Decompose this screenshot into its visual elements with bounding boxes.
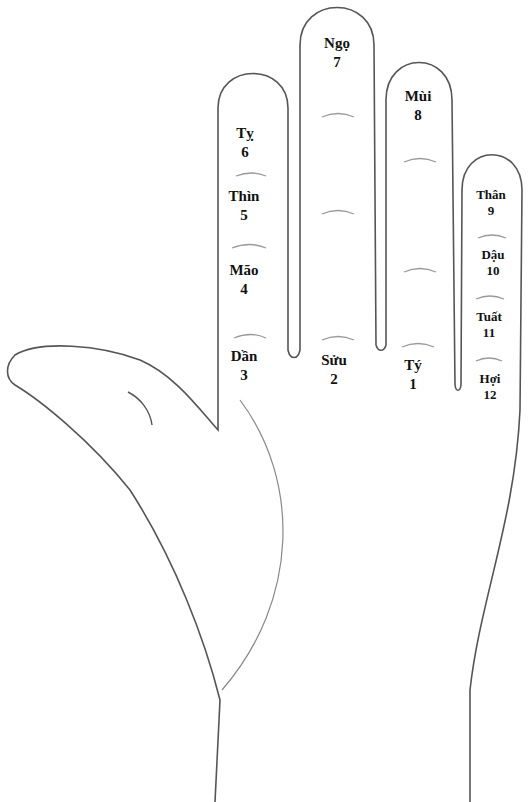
branch-number: 2: [330, 371, 338, 388]
branch-number: 9: [488, 204, 495, 219]
thumb-crease: [128, 392, 152, 425]
branch-name: Thân: [476, 188, 506, 203]
branch-name: Ngọ: [324, 35, 350, 52]
branch-number: 12: [484, 388, 497, 403]
branch-name: Tuất: [476, 310, 502, 325]
branch-name: Mùi: [405, 88, 432, 105]
branch-number: 7: [333, 54, 341, 71]
branch-name: Tỵ: [236, 125, 254, 142]
branch-name: Hợi: [480, 372, 501, 387]
branch-name: Sửu: [321, 352, 347, 369]
hand-outline: [8, 8, 523, 802]
branch-name: Dậu: [481, 248, 504, 263]
branch-name: Dần: [231, 348, 258, 365]
branch-number: 10: [487, 264, 500, 279]
branch-number: 8: [414, 107, 422, 124]
branch-name: Thìn: [229, 188, 260, 205]
branch-number: 4: [240, 281, 248, 298]
branch-number: 5: [240, 207, 248, 224]
finger-creases: [232, 114, 506, 362]
palm-line: [222, 400, 283, 690]
branch-number: 1: [409, 376, 417, 393]
branch-number: 6: [241, 144, 249, 161]
branch-name: Tý: [404, 357, 422, 374]
branch-name: Mão: [229, 262, 258, 279]
branch-number: 11: [483, 326, 495, 341]
branch-number: 3: [240, 367, 248, 384]
